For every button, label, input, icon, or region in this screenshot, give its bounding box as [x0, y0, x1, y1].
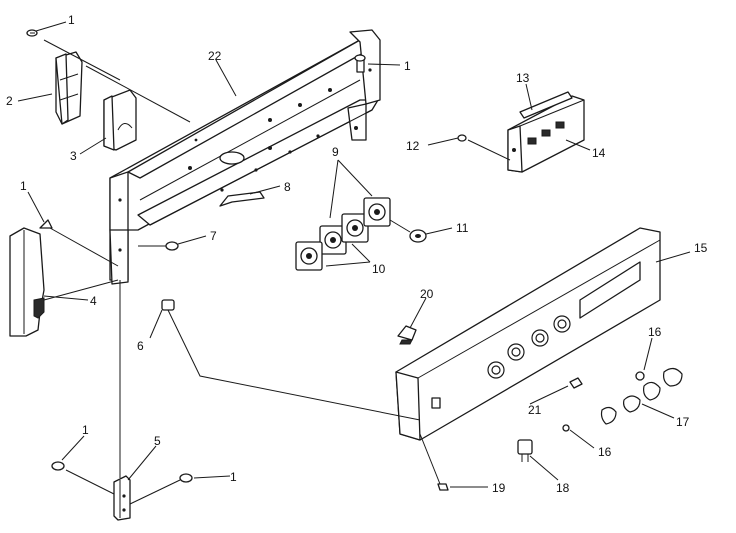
- callout-2: 2: [6, 94, 13, 108]
- part-6-fastener: [161, 299, 175, 311]
- callout-1-bracket: 1: [404, 59, 411, 73]
- callout-16-upper: 16: [648, 325, 662, 339]
- callout-1-top-left: 1: [68, 13, 75, 27]
- screw-1-lower-left: [51, 461, 65, 471]
- part-7-grommet: [165, 241, 179, 251]
- part-13-clock-lens: [519, 91, 573, 119]
- part-5-lower-bracket: [113, 475, 131, 521]
- part-11-washer: [409, 229, 427, 243]
- part-21-clip: [569, 377, 583, 389]
- part-3-bracket: [103, 89, 137, 151]
- callout-21: 21: [528, 403, 542, 417]
- part-9-switch-a: [319, 225, 347, 255]
- callout-leaders: [17, 21, 691, 488]
- callout-labels: 1 1 1 1 1 2 3 4 5 6 7 8 9 10 11 12 13 14…: [6, 13, 708, 495]
- callout-1-lower-right: 1: [230, 470, 237, 484]
- part-18-switch: [517, 439, 533, 462]
- part-17-knob-b: [663, 367, 683, 387]
- callout-8: 8: [284, 180, 291, 194]
- part-17-knob-d: [623, 395, 641, 413]
- part-17-knob-a: [643, 381, 661, 401]
- callout-7: 7: [210, 229, 217, 243]
- part-10-switch: [295, 241, 323, 271]
- part-22-main-bracket: [109, 29, 381, 285]
- part-9-switch-b: [341, 213, 369, 243]
- part-16-knob-insert-b: [562, 424, 570, 432]
- part-12-screw: [457, 134, 467, 142]
- callout-17: 17: [676, 415, 690, 429]
- callout-19: 19: [492, 481, 506, 495]
- callout-13: 13: [516, 71, 530, 85]
- callout-5: 5: [154, 434, 161, 448]
- part-15-control-panel: [395, 227, 661, 441]
- screw-1-lower-right: [179, 473, 193, 483]
- callout-15: 15: [694, 241, 708, 255]
- callout-3: 3: [70, 149, 77, 163]
- part-9-switch-c: [363, 197, 391, 227]
- part-17-knob-c: [600, 406, 617, 425]
- callout-14: 14: [592, 146, 606, 160]
- part-20-clip: [397, 325, 417, 345]
- screw-1-left-panel: [39, 219, 53, 229]
- screw-1-bracket-right: [354, 54, 366, 73]
- callout-12: 12: [406, 139, 420, 153]
- callout-16-lower: 16: [598, 445, 612, 459]
- callout-18: 18: [556, 481, 570, 495]
- callout-1-lower-left: 1: [82, 423, 89, 437]
- callout-10: 10: [372, 262, 386, 276]
- part-2-bracket: [55, 51, 83, 125]
- screw-1-top-left: [26, 29, 38, 37]
- callout-1-left-panel: 1: [20, 179, 27, 193]
- part-8-clip: [219, 191, 265, 207]
- callout-22: 22: [208, 49, 222, 63]
- callout-9: 9: [332, 145, 339, 159]
- callout-11: 11: [456, 221, 469, 235]
- callout-4: 4: [90, 294, 97, 308]
- part-14-clock-module: [507, 95, 585, 173]
- part-19-screw: [437, 483, 449, 491]
- callout-6: 6: [137, 339, 144, 353]
- callout-20: 20: [420, 287, 434, 301]
- assembly-lines: [43, 39, 511, 505]
- part-16-knob-insert: [635, 371, 645, 381]
- part-4-end-panel: [9, 227, 45, 337]
